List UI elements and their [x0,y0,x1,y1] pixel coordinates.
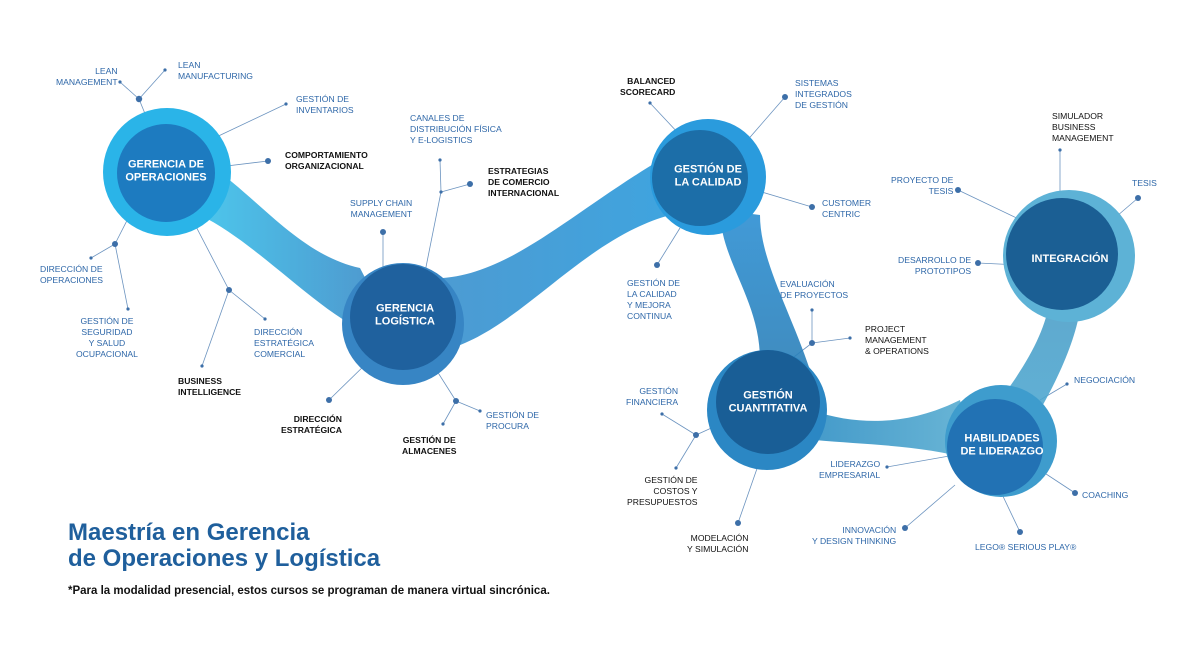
course-lego-serious-play: LEGO® SERIOUS PLAY® [975,542,1077,552]
hub-integracion: INTEGRACIÓN [1003,190,1135,322]
modality-note: *Para la modalidad presencial, estos cur… [68,585,550,597]
connector-dots [89,68,1141,535]
course-negociacion: NEGOCIACIÓN [1074,375,1136,385]
hub-label-integracion: INTEGRACIÓN [1032,252,1109,265]
course-coaching: COACHING [1082,490,1129,500]
course-tesis: TESIS [1132,178,1157,188]
